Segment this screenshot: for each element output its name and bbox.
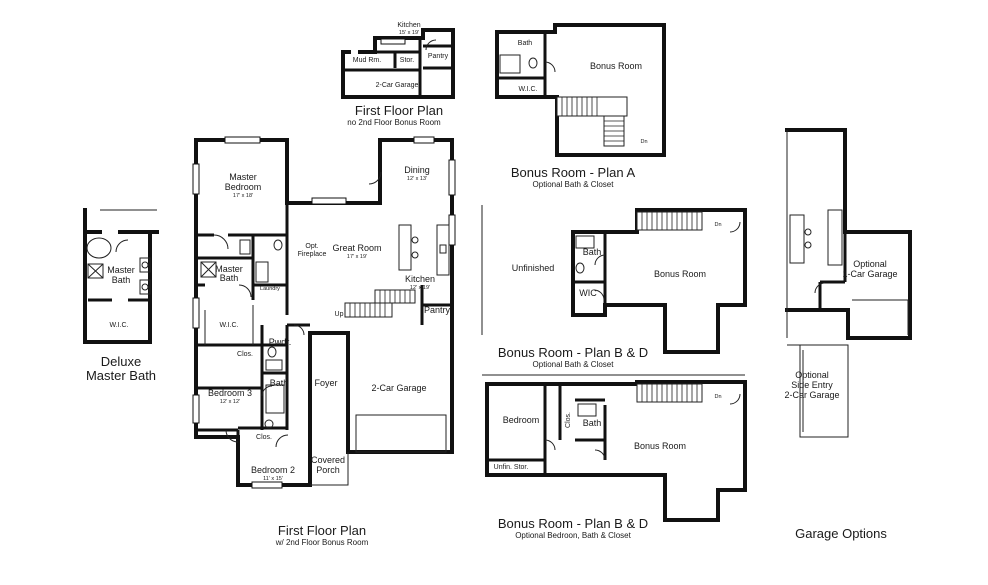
bedroom2-label: Bedroom 2 bbox=[251, 465, 295, 475]
master-bath-label-1: Master bbox=[215, 264, 243, 274]
bedroom3-dim: 12' x 12' bbox=[220, 399, 240, 405]
plan-bd2-bedroom-label: Bedroom bbox=[503, 415, 540, 425]
garage-opt-one-car-label-1: Optional bbox=[853, 259, 887, 269]
closet-label: Clos. bbox=[237, 351, 253, 358]
subtitle-first-floor-with-bonus: w/ 2nd Floor Bonus Room bbox=[275, 538, 369, 547]
master-bedroom-label-2: Bedroom bbox=[225, 182, 262, 192]
plan-a-down-label: Dn bbox=[640, 139, 647, 145]
plan-bd-bonus-room-label: Bonus Room bbox=[654, 269, 706, 279]
master-bath-label-2: Bath bbox=[220, 273, 239, 283]
great-room-dim: 17' x 19' bbox=[347, 254, 367, 260]
fireplace-label-1: Opt. bbox=[305, 243, 318, 250]
bath-label: Bath bbox=[270, 378, 289, 388]
covered-porch-label-1: Covered bbox=[311, 455, 345, 465]
plan-bd2-down-label: Dn bbox=[714, 394, 721, 400]
master-bedroom-dim: 17' x 18' bbox=[233, 193, 253, 199]
plan-a-bath-label: Bath bbox=[518, 40, 533, 47]
title-deluxe-1: Deluxe bbox=[101, 354, 141, 369]
plan-a-wic-label: W.I.C. bbox=[518, 86, 537, 93]
garage-opt-side-entry-label-1: Optional bbox=[795, 370, 829, 380]
subtitle-plan-bd2: Optional Bedroon, Bath & Closet bbox=[515, 531, 631, 540]
inset-kitchen-dim: 15' x 19' bbox=[399, 30, 419, 36]
plan-bd-down-label: Dn bbox=[714, 222, 721, 228]
garage-opt-one-car-label-2: 1-Car Garage bbox=[842, 269, 897, 279]
kitchen-label: Kitchen bbox=[405, 274, 435, 284]
dining-label: Dining bbox=[404, 165, 430, 175]
title-garage-options: Garage Options bbox=[795, 526, 887, 541]
title-plan-bd2: Bonus Room - Plan B & D bbox=[498, 516, 648, 531]
subtitle-plan-a: Optional Bath & Closet bbox=[533, 180, 615, 189]
bonus-plan-bd-bedroom: Bedroom Clos. Bath Bonus Room Unfin. Sto… bbox=[482, 374, 747, 522]
plan-bd2-bath-label: Bath bbox=[583, 418, 602, 428]
bedroom2-dim: 11' x 15' bbox=[263, 476, 283, 482]
pantry-label: Pantry bbox=[424, 305, 451, 315]
master-bedroom-label-1: Master bbox=[229, 172, 257, 182]
closet2-label: Clos. bbox=[256, 434, 272, 441]
title-deluxe-2: Master Bath bbox=[86, 368, 156, 383]
garage-opt-side-entry-label-3: 2-Car Garage bbox=[784, 390, 839, 400]
title-plan-a: Bonus Room - Plan A bbox=[511, 165, 636, 180]
fireplace-label-2: Fireplace bbox=[298, 251, 327, 258]
bedroom3-label: Bedroom 3 bbox=[208, 388, 252, 398]
deluxe-master-bath-label-1: Master bbox=[107, 265, 135, 275]
title-first-floor-no-bonus: First Floor Plan bbox=[355, 103, 443, 118]
title-plan-bd: Bonus Room - Plan B & D bbox=[498, 345, 648, 360]
wic-label: W.I.C. bbox=[219, 322, 238, 329]
deluxe-master-bath-label-2: Bath bbox=[112, 275, 131, 285]
dining-dim: 12' x 13' bbox=[407, 176, 427, 182]
garage-options: Optional 1-Car Garage Optional Side Entr… bbox=[784, 128, 912, 438]
main-first-floor-plan: Master Bedroom 17' x 18' Dining 12' x 13… bbox=[192, 136, 456, 489]
subtitle-first-floor-no-bonus: no 2nd Floor Bonus Room bbox=[347, 118, 441, 127]
plan-bd2-unfin-storage-label: Unfin. Stor. bbox=[494, 464, 529, 471]
kitchen-dim: 12' x 19' bbox=[410, 285, 430, 291]
covered-porch-label-2: Porch bbox=[316, 465, 340, 475]
plan-bd-bath-label: Bath bbox=[583, 247, 602, 257]
inset-first-floor-plan: Kitchen 15' x 19' Mud Rm. Stor. Pantry 2… bbox=[341, 22, 455, 99]
inset-storage-label: Stor. bbox=[400, 57, 414, 64]
inset-mud-room-label: Mud Rm. bbox=[353, 57, 381, 64]
plan-a-bonus-room-label: Bonus Room bbox=[590, 61, 642, 71]
stairs-up-label: Up bbox=[335, 311, 344, 318]
inset-kitchen-label: Kitchen bbox=[397, 22, 420, 29]
inset-garage-label: 2-Car Garage bbox=[376, 82, 419, 89]
stairs bbox=[344, 289, 416, 318]
plan-bd-wic-label: WIC bbox=[579, 288, 597, 298]
bonus-plan-a: Bath W.I.C. Bonus Room Dn bbox=[495, 23, 666, 157]
plan-bd2-closet-label: Clos. bbox=[565, 412, 572, 428]
garage-label: 2-Car Garage bbox=[371, 383, 426, 393]
powder-room-label: Pwdr. bbox=[269, 337, 292, 347]
foyer-label: Foyer bbox=[314, 378, 337, 388]
title-first-floor-with-bonus: First Floor Plan bbox=[278, 523, 366, 538]
plan-bd2-bonus-room-label: Bonus Room bbox=[634, 441, 686, 451]
plan-bd-unfinished-label: Unfinished bbox=[512, 263, 555, 273]
great-room-label: Great Room bbox=[332, 243, 381, 253]
bonus-plan-bd: Unfinished Bath WIC Bonus Room Dn bbox=[481, 205, 747, 354]
deluxe-master-bath-plan: Master Bath W.I.C. bbox=[83, 208, 159, 344]
garage-opt-side-entry-label-2: Side Entry bbox=[791, 380, 833, 390]
laundry-label: Laundry bbox=[260, 286, 280, 292]
subtitle-plan-bd: Optional Bath & Closet bbox=[533, 360, 615, 369]
deluxe-wic-label: W.I.C. bbox=[109, 322, 128, 329]
inset-pantry-label: Pantry bbox=[428, 53, 449, 60]
